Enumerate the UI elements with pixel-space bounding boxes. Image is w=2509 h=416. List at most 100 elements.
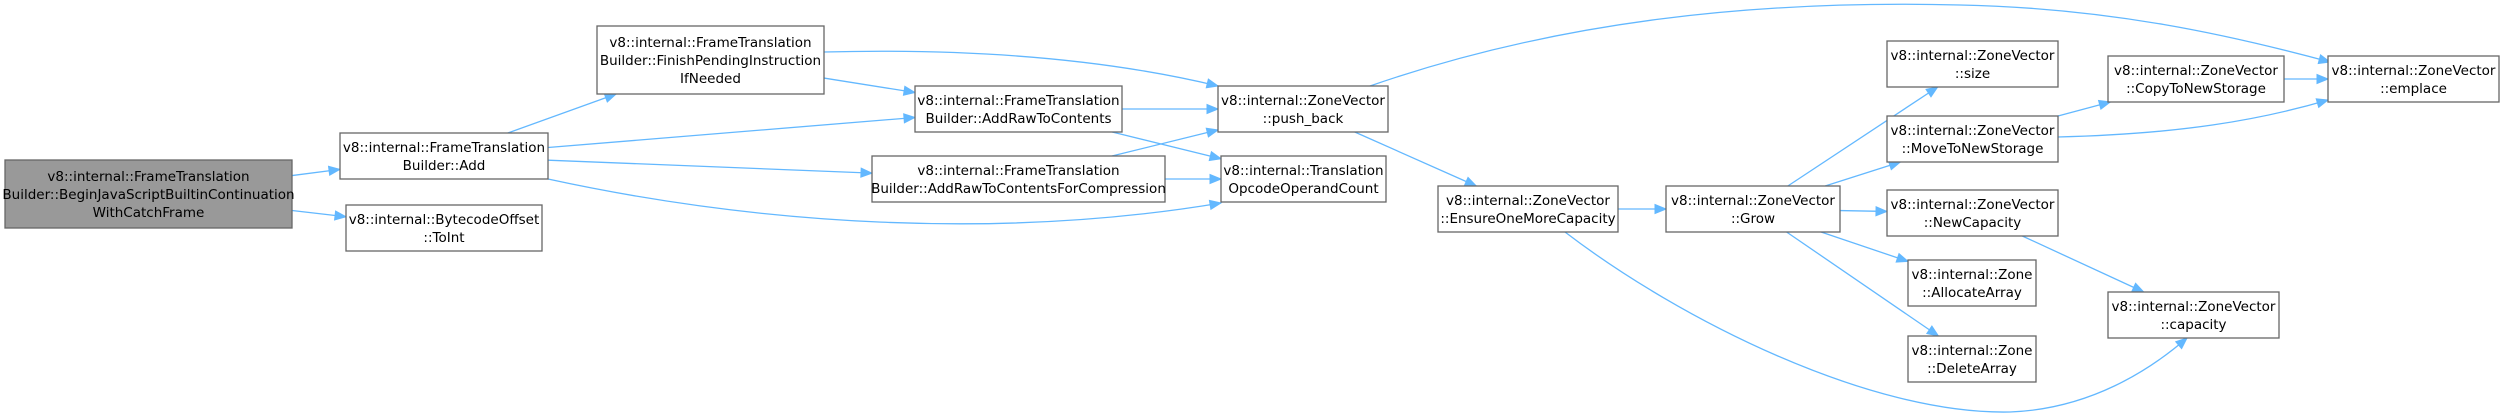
node-label-line: Builder::FinishPendingInstruction bbox=[600, 53, 821, 69]
node-label-line: v8::internal::FrameTranslation bbox=[917, 163, 1119, 179]
edge-finish-to-pushback bbox=[823, 50, 1220, 89]
edge-line bbox=[1820, 231, 1909, 262]
node-label-line: v8::internal::FrameTranslation bbox=[343, 140, 545, 156]
node-emplace[interactable]: v8::internal::ZoneVector::emplace bbox=[2327, 55, 2500, 103]
node-label-line: v8::internal::ZoneVector bbox=[2114, 63, 2278, 79]
node-label-line: v8::internal::ZoneVector bbox=[1891, 123, 2055, 139]
arrowhead bbox=[1209, 173, 1223, 185]
node-delete[interactable]: v8::internal::Zone::DeleteArray bbox=[1907, 335, 2037, 383]
node-box bbox=[2107, 291, 2280, 339]
arrowhead bbox=[1208, 150, 1223, 162]
node-label-line: ::emplace bbox=[2380, 81, 2447, 97]
edge-line bbox=[1369, 3, 2331, 87]
edge-line bbox=[547, 116, 916, 149]
node-add[interactable]: v8::internal::FrameTranslationBuilder::A… bbox=[339, 132, 549, 180]
arrowhead bbox=[903, 113, 917, 124]
edge-pushback-to-emplace bbox=[1369, 3, 2332, 87]
node-grow[interactable]: v8::internal::ZoneVector::Grow bbox=[1665, 185, 1841, 233]
edge-line bbox=[1111, 129, 1219, 157]
node-pushback[interactable]: v8::internal::ZoneVector::push_back bbox=[1217, 85, 1389, 133]
node-box bbox=[1886, 115, 2059, 163]
edge-line bbox=[547, 159, 873, 174]
edge-add-to-opcount bbox=[547, 178, 1223, 225]
edge-root-to-add bbox=[291, 165, 342, 177]
node-size[interactable]: v8::internal::ZoneVector::size bbox=[1886, 40, 2059, 88]
arrowhead bbox=[1925, 86, 1939, 98]
arrowhead bbox=[1654, 203, 1668, 215]
edge-line bbox=[1786, 231, 1939, 337]
edge-move-to-emplace bbox=[2057, 98, 2330, 138]
edge-line bbox=[1564, 231, 2188, 413]
nodes-layer: v8::internal::FrameTranslationBuilder::B… bbox=[2, 25, 2500, 383]
edge-addraw-to-opcount bbox=[1111, 131, 1223, 162]
node-finish[interactable]: v8::internal::FrameTranslationBuilder::F… bbox=[596, 25, 825, 95]
node-label-line: Builder::BeginJavaScriptBuiltinContinuat… bbox=[2, 187, 294, 203]
node-toint[interactable]: v8::internal::BytecodeOffset::ToInt bbox=[345, 204, 543, 252]
edge-line bbox=[1824, 161, 1901, 187]
node-label-line: ::NewCapacity bbox=[1924, 215, 2022, 231]
node-label-line: ::DeleteArray bbox=[1927, 361, 2017, 377]
node-addraw[interactable]: v8::internal::FrameTranslationBuilder::A… bbox=[914, 85, 1123, 133]
arrowhead bbox=[1925, 325, 1940, 337]
edge-line bbox=[547, 178, 1222, 225]
node-box bbox=[345, 204, 543, 252]
edge-add-to-finish bbox=[507, 92, 618, 134]
arrowhead bbox=[333, 210, 348, 221]
edge-add-to-addrawcomp bbox=[547, 159, 874, 178]
node-box bbox=[339, 132, 549, 180]
node-move[interactable]: v8::internal::ZoneVector::MoveToNewStora… bbox=[1886, 115, 2059, 163]
edge-ensure-to-grow bbox=[1618, 203, 1668, 215]
node-box bbox=[1220, 155, 1387, 203]
edge-line bbox=[823, 77, 916, 94]
node-copy[interactable]: v8::internal::ZoneVector::CopyToNewStora… bbox=[2107, 55, 2285, 103]
arrowhead bbox=[1208, 199, 1223, 211]
node-label-line: v8::internal::ZoneVector bbox=[1446, 193, 1610, 209]
node-capacity[interactable]: v8::internal::ZoneVector::capacity bbox=[2107, 291, 2280, 339]
arrowhead bbox=[327, 165, 342, 177]
node-box bbox=[1665, 185, 1841, 233]
node-label-line: ::push_back bbox=[1263, 111, 1344, 127]
node-newcap[interactable]: v8::internal::ZoneVector::NewCapacity bbox=[1886, 189, 2059, 237]
edge-line bbox=[1111, 131, 1222, 160]
node-box bbox=[1886, 189, 2059, 237]
arrowhead bbox=[2315, 98, 2330, 109]
node-label-line: IfNeeded bbox=[680, 71, 741, 87]
node-label-line: OpcodeOperandCount bbox=[1228, 181, 1378, 197]
arrowhead bbox=[1463, 176, 1478, 187]
edge-newcap-to-capacity bbox=[2022, 235, 2145, 293]
arrowhead bbox=[2131, 282, 2145, 293]
arrowhead bbox=[1875, 205, 1889, 217]
node-opcount[interactable]: v8::internal::TranslationOpcodeOperandCo… bbox=[1220, 155, 1387, 203]
arrowhead bbox=[1205, 78, 1220, 89]
node-label-line: v8::internal::ZoneVector bbox=[1891, 197, 2055, 213]
node-label-line: v8::internal::FrameTranslation bbox=[47, 169, 249, 185]
node-box bbox=[871, 155, 1166, 203]
node-addrawcomp[interactable]: v8::internal::FrameTranslationBuilder::A… bbox=[871, 155, 1166, 203]
node-label-line: ::CopyToNewStorage bbox=[2126, 81, 2266, 97]
node-label-line: v8::internal::ZoneVector bbox=[2332, 63, 2496, 79]
edge-grow-to-newcap bbox=[1839, 205, 1889, 217]
arrowhead bbox=[1205, 127, 1220, 138]
node-label-line: v8::internal::Zone bbox=[1912, 267, 2033, 283]
arrowhead bbox=[860, 167, 874, 178]
edge-copy-to-emplace bbox=[2284, 73, 2330, 85]
node-box bbox=[1217, 85, 1389, 133]
node-label-line: ::MoveToNewStorage bbox=[1902, 141, 2044, 157]
node-label-line: v8::internal::ZoneVector bbox=[1891, 48, 2055, 64]
node-ensure[interactable]: v8::internal::ZoneVector::EnsureOneMoreC… bbox=[1437, 185, 1619, 233]
node-label-line: v8::internal::BytecodeOffset bbox=[349, 212, 540, 228]
node-alloc[interactable]: v8::internal::Zone::AllocateArray bbox=[1907, 259, 2037, 307]
node-label-line: v8::internal::ZoneVector bbox=[2112, 299, 2276, 315]
node-box bbox=[1907, 259, 2037, 307]
edge-add-to-addraw bbox=[547, 113, 917, 149]
node-label-line: Builder::AddRawToContents bbox=[925, 111, 1111, 127]
arrowhead bbox=[2317, 53, 2332, 65]
node-label-line: v8::internal::FrameTranslation bbox=[609, 35, 811, 51]
node-box bbox=[2107, 55, 2285, 103]
edge-ensure-to-capacity bbox=[1564, 231, 2188, 413]
node-label-line: WithCatchFrame bbox=[93, 205, 205, 221]
edge-root-to-toint bbox=[291, 209, 348, 221]
edge-grow-to-size bbox=[1787, 86, 1939, 187]
edges-layer bbox=[291, 3, 2332, 413]
